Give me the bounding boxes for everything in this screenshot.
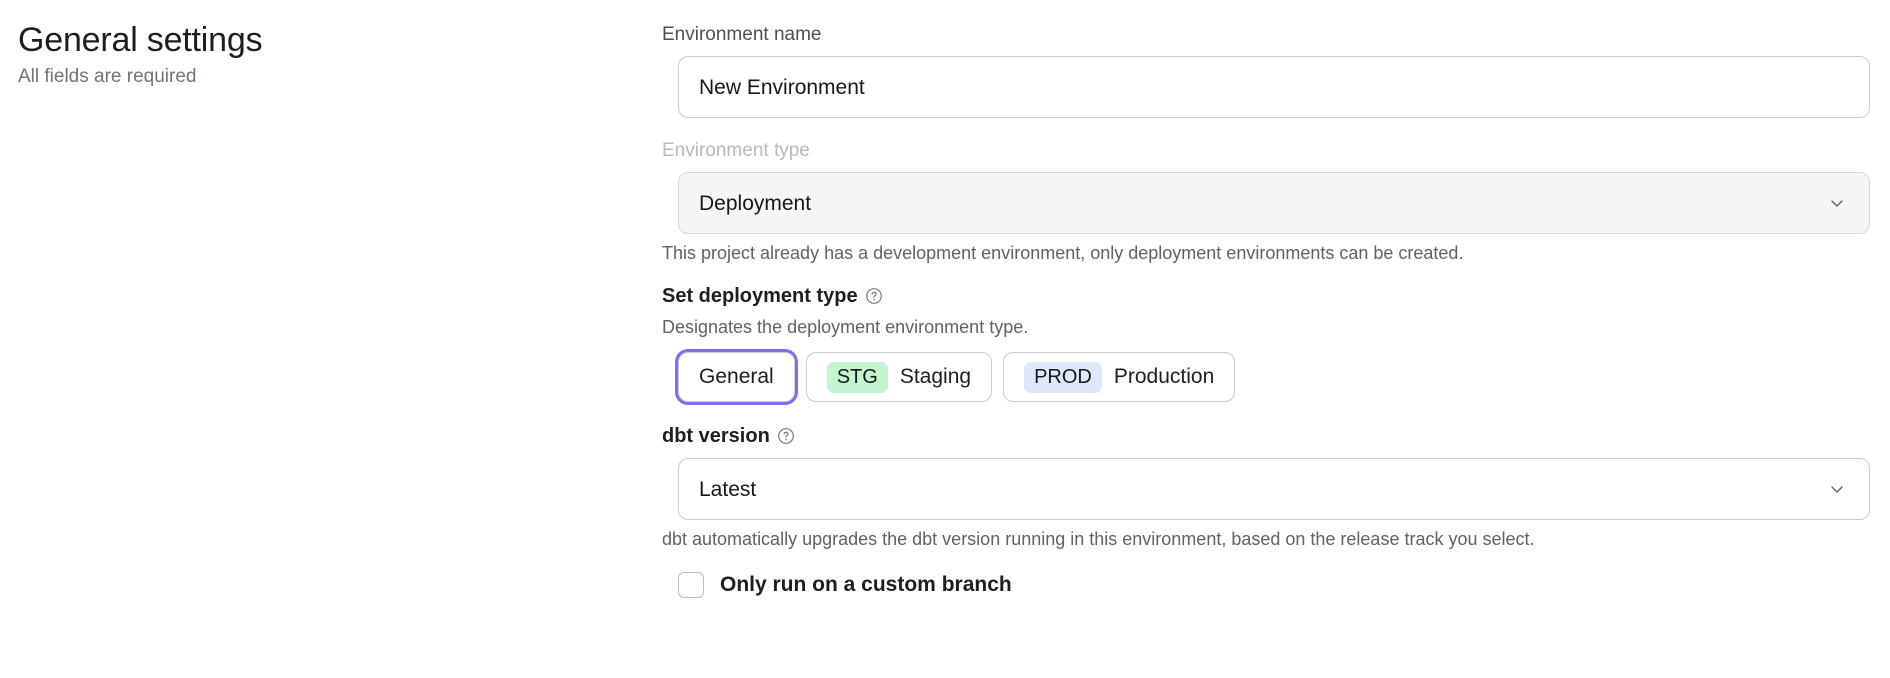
environment-type-select[interactable]: Deployment xyxy=(678,172,1870,234)
deployment-type-options: General STG Staging PROD Production xyxy=(678,352,1872,402)
spacer xyxy=(660,118,1872,138)
deployment-type-option-staging[interactable]: STG Staging xyxy=(805,352,993,402)
dbt-version-label: dbt version xyxy=(662,425,770,447)
environment-type-field: Environment type Deployment This project… xyxy=(660,138,1872,266)
deployment-type-option-general[interactable]: General xyxy=(678,352,795,402)
environment-type-helper: This project already has a development e… xyxy=(662,243,1464,263)
environment-name-field: Environment name New Environment xyxy=(660,22,1872,118)
page-subtitle: All fields are required xyxy=(18,66,197,87)
environment-type-value: Deployment xyxy=(699,191,812,215)
chevron-down-icon xyxy=(1827,193,1847,213)
settings-form: Environment name New Environment Environ… xyxy=(660,22,1872,598)
environment-name-value: New Environment xyxy=(699,75,865,99)
custom-branch-label: Only run on a custom branch xyxy=(720,573,1012,596)
staging-badge: STG xyxy=(826,361,888,393)
deployment-type-helper: Designates the deployment environment ty… xyxy=(662,317,1029,337)
environment-name-input[interactable]: New Environment xyxy=(678,56,1870,118)
dbt-version-value: Latest xyxy=(699,477,757,501)
environment-name-label: Environment name xyxy=(662,24,822,45)
custom-branch-row[interactable]: Only run on a custom branch xyxy=(678,572,1872,598)
spacer xyxy=(660,266,1872,282)
environment-type-label: Environment type xyxy=(662,140,810,161)
chevron-down-icon xyxy=(1827,479,1847,499)
page-title: General settings xyxy=(18,21,263,59)
deployment-type-label: Set deployment type xyxy=(662,285,858,307)
option-label: General xyxy=(699,365,774,388)
dbt-version-select[interactable]: Latest xyxy=(678,458,1870,520)
option-label: Production xyxy=(1113,365,1215,388)
custom-branch-checkbox[interactable] xyxy=(678,572,704,598)
deployment-type-option-production[interactable]: PROD Production xyxy=(1003,352,1236,402)
deployment-type-field: Set deployment type Designates the deplo… xyxy=(660,282,1872,402)
question-circle-icon[interactable] xyxy=(865,287,883,305)
production-badge: PROD xyxy=(1024,361,1102,393)
option-label: Staging xyxy=(899,365,972,388)
settings-header: General settings All fields are required xyxy=(18,18,618,90)
spacer xyxy=(660,402,1872,422)
deployment-type-label-row: Set deployment type xyxy=(662,282,1872,310)
dbt-version-helper: dbt automatically upgrades the dbt versi… xyxy=(662,529,1535,549)
dbt-version-field: dbt version Latest dbt automatica xyxy=(660,422,1872,552)
dbt-version-label-row: dbt version xyxy=(662,422,1872,450)
question-circle-icon[interactable] xyxy=(777,427,795,445)
